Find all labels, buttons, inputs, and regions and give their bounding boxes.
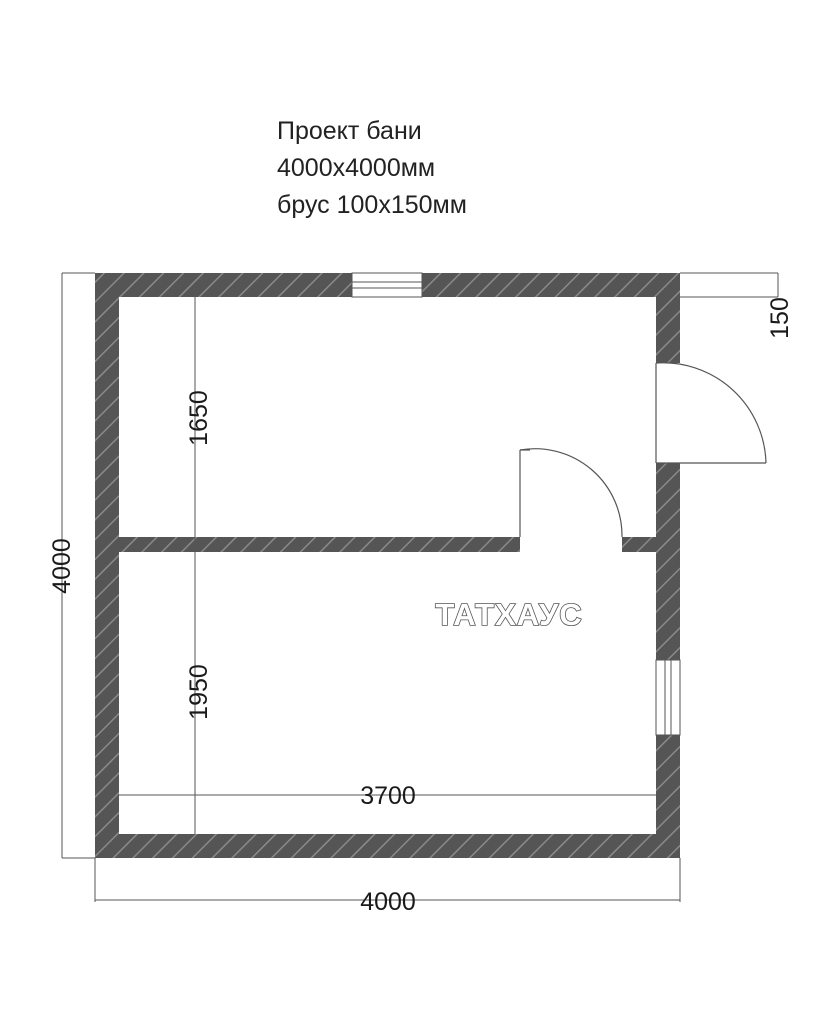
window-top xyxy=(351,272,423,298)
dim-wall-thickness: 150 xyxy=(766,297,794,339)
dim-overall-height: 4000 xyxy=(48,538,76,594)
dim-inner-width: 3700 xyxy=(360,782,416,810)
title-line-timber: брус 100х150мм xyxy=(277,191,467,219)
partition-right xyxy=(622,537,656,552)
plan-title: Проект бани 4000х4000мм брус 100х150мм xyxy=(277,113,467,224)
dim-lower-room: 1950 xyxy=(185,664,213,720)
title-line-size: 4000х4000мм xyxy=(277,154,436,182)
brand-watermark: ТАТХАУС xyxy=(435,597,582,632)
dim-overall-width: 4000 xyxy=(360,888,416,916)
wall-right-middle xyxy=(656,463,680,660)
window-right xyxy=(655,659,681,736)
wall-left xyxy=(95,273,119,858)
dimension-lines xyxy=(61,272,779,902)
wall-top-right xyxy=(422,273,680,297)
title-line-project: Проект бани xyxy=(277,117,422,145)
partition-left xyxy=(119,537,520,552)
wall-right-upper xyxy=(656,273,680,363)
interior-door xyxy=(519,448,623,538)
wall-bottom xyxy=(95,834,680,858)
wall-right-lower xyxy=(656,735,680,858)
wall-top-left xyxy=(95,273,352,297)
walls xyxy=(95,273,680,858)
entrance-door xyxy=(655,362,767,464)
dim-upper-room: 1650 xyxy=(185,390,213,446)
